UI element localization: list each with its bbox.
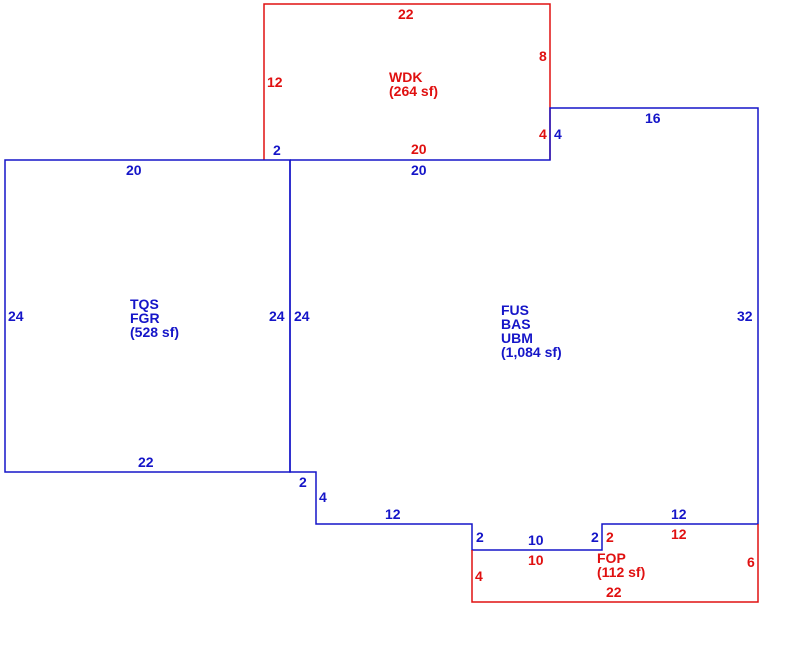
dim-main-right: 32 (737, 308, 753, 324)
fop-area-code: FOP (597, 550, 626, 566)
main-area-size: (1,084 sf) (501, 344, 562, 360)
dim-notch3-v: 2 (476, 529, 484, 545)
main-area-code-3: UBM (501, 330, 533, 346)
main-area-code-1: FUS (501, 302, 529, 318)
garage-area-code-1: TQS (130, 296, 159, 312)
main-outline (289, 107, 759, 551)
main-area-code-2: BAS (501, 316, 531, 332)
garage-area-size: (528 sf) (130, 324, 179, 340)
wdk-area-code: WDK (389, 69, 422, 85)
dim-garage-top: 20 (126, 162, 142, 178)
dim-wdk-bottom: 20 (411, 141, 427, 157)
dim-notch1-v: 4 (319, 489, 327, 505)
dim-notch4-v: 2 (591, 529, 599, 545)
dim-fop-bottom: 22 (606, 584, 622, 600)
dim-wdk-right-lower: 4 (539, 126, 547, 142)
dim-notch2-h: 12 (385, 506, 401, 522)
dim-bottom-right: 12 (671, 506, 687, 522)
dim-fop-right: 6 (747, 554, 755, 570)
dim-main-top: 20 (411, 162, 427, 178)
dim-bottom-mid: 10 (528, 532, 544, 548)
dim-wdk-right-upper: 8 (539, 48, 547, 64)
dim-fop-top-left: 10 (528, 552, 544, 568)
dim-main-left: 24 (294, 308, 310, 324)
fop-outline (471, 524, 759, 603)
dim-wdk-left: 12 (267, 74, 283, 90)
dim-main-top-right: 16 (645, 110, 661, 126)
dim-main-step-left: 2 (273, 142, 281, 158)
dim-garage-left: 24 (8, 308, 24, 324)
dim-main-step-right: 4 (554, 126, 562, 142)
dim-fop-top-right: 12 (671, 526, 687, 542)
fop-area-size: (112 sf) (597, 564, 645, 580)
dim-garage-bottom: 22 (138, 454, 154, 470)
dim-wdk-top: 22 (398, 6, 414, 22)
dim-notch1-h: 2 (299, 474, 307, 490)
dim-fop-left: 4 (475, 568, 483, 584)
garage-area-code-2: FGR (130, 310, 160, 326)
wdk-outline (263, 3, 551, 160)
wdk-area-size: (264 sf) (389, 83, 438, 99)
dim-garage-right: 24 (269, 308, 285, 324)
dim-fop-left-v: 2 (606, 529, 614, 545)
